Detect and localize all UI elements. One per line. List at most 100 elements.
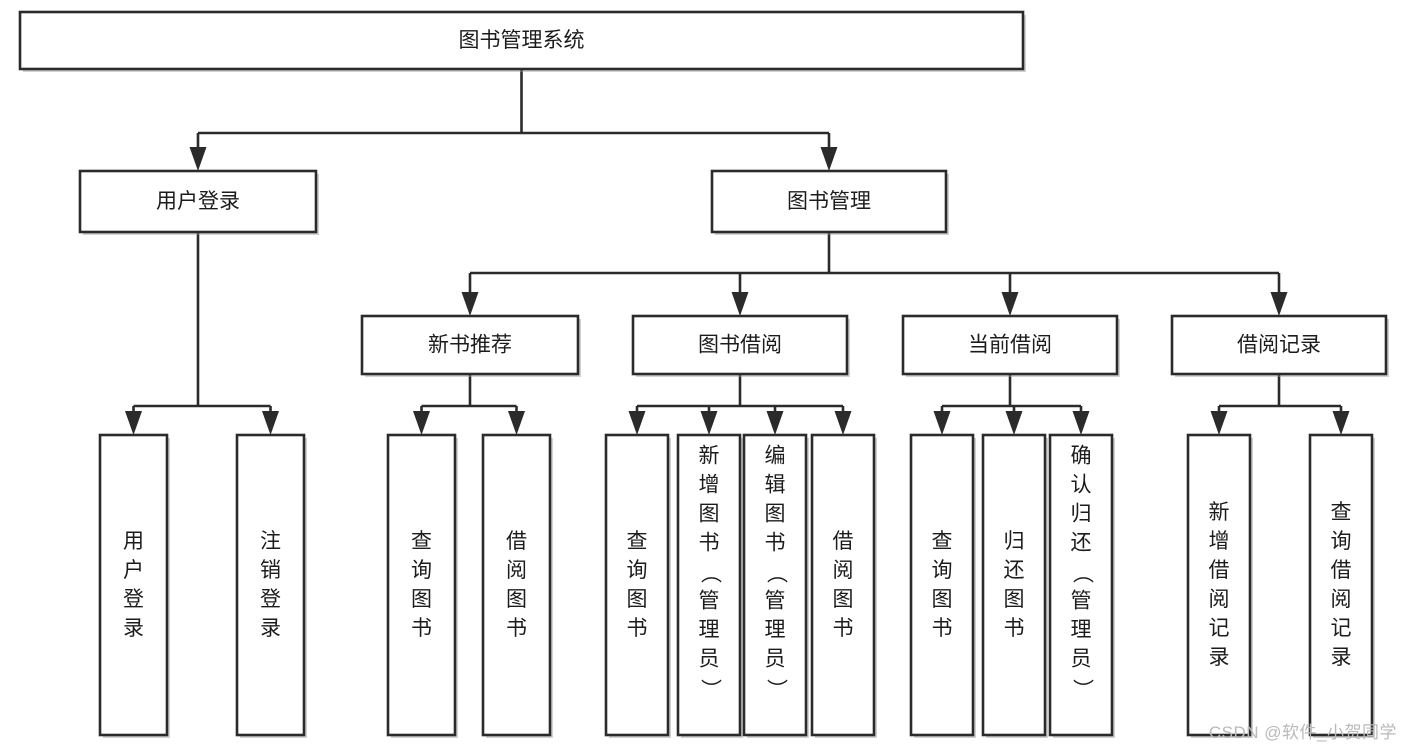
node-label: 借阅记录 [1237, 334, 1321, 357]
arrow-head-icon [820, 147, 838, 171]
node-label-char: 录 [260, 617, 281, 640]
node-box[interactable] [1170, 314, 1388, 376]
node-label-char: 登 [123, 588, 144, 611]
node-box[interactable] [1308, 433, 1374, 737]
node-label-char: 书 [411, 617, 432, 640]
edge-group-new-book-rec [413, 374, 525, 435]
node-label-char: 图 [699, 503, 720, 526]
node-label-char: 询 [627, 559, 648, 582]
node-label-char: 查 [932, 530, 953, 553]
node-label-char: 书 [765, 532, 786, 555]
node-box[interactable] [909, 433, 975, 737]
arrow-head-icon [628, 411, 646, 435]
edge-group-book-borrow [628, 374, 852, 435]
node-box[interactable] [78, 169, 318, 234]
node-box[interactable] [98, 433, 169, 737]
node-box[interactable] [710, 169, 948, 234]
node-box[interactable] [676, 433, 742, 737]
node-box[interactable] [631, 314, 849, 376]
node-label-char: 询 [411, 559, 432, 582]
node-current-borrow[interactable]: 当前借阅 [901, 314, 1120, 377]
node-label-char: 员 [1071, 648, 1092, 671]
nodes-layer: 图书管理系统用户登录图书管理新书推荐图书借阅当前借阅借阅记录用户登录注销登录查询… [18, 10, 1389, 738]
edge-group-root [189, 69, 838, 171]
arrow-head-icon [461, 292, 479, 316]
node-book-borrow[interactable]: 图书借阅 [631, 314, 850, 377]
node-label-char: 记 [1209, 617, 1230, 640]
node-box[interactable] [481, 433, 552, 737]
node-user-login[interactable]: 用户登录 [78, 169, 319, 235]
node-label-char: 辑 [765, 474, 786, 497]
node-label-char: 图 [1004, 588, 1025, 611]
node-label-char: （ [698, 563, 721, 584]
node-new-book-rec[interactable]: 新书推荐 [360, 314, 581, 377]
node-box[interactable] [386, 433, 457, 737]
node-box[interactable] [810, 433, 876, 737]
node-leaf-user-login[interactable]: 用户登录 [98, 433, 170, 738]
node-borrow-record[interactable]: 借阅记录 [1170, 314, 1389, 377]
node-box[interactable] [360, 314, 580, 376]
node-label-char: 编 [765, 445, 786, 468]
node-label: 新书推荐 [428, 334, 512, 357]
node-book-manage[interactable]: 图书管理 [710, 169, 949, 235]
node-label-char: 归 [1004, 530, 1025, 553]
node-box[interactable] [1048, 433, 1114, 737]
arrow-head-icon [1001, 292, 1019, 316]
node-box[interactable] [742, 433, 808, 737]
arrow-head-icon [508, 411, 525, 435]
node-label-char: 增 [1209, 530, 1230, 553]
node-label-char: 还 [1004, 559, 1025, 582]
node-box[interactable] [901, 314, 1119, 376]
node-label-char: 管 [1071, 590, 1092, 613]
node-label-char: 注 [260, 530, 281, 553]
node-root[interactable]: 图书管理系统 [18, 10, 1026, 72]
node-label-char: 书 [1004, 617, 1025, 640]
node-label-char: 增 [699, 474, 720, 497]
edges-layer [125, 69, 1350, 435]
node-label: 用户登录 [156, 190, 240, 213]
edge-group-book-manage [461, 232, 1288, 316]
node-box[interactable] [604, 433, 670, 737]
node-label-char: 询 [1331, 530, 1352, 553]
node-box[interactable] [981, 433, 1047, 737]
arrow-head-icon [262, 411, 279, 435]
node-label-char: 查 [411, 530, 432, 553]
node-label-char: 书 [627, 617, 648, 640]
arrow-head-icon [700, 411, 718, 435]
node-label-char: 书 [699, 532, 720, 555]
node-box[interactable] [1186, 433, 1252, 737]
arrow-head-icon [731, 292, 749, 316]
node-label-char: 员 [699, 648, 720, 671]
node-label-char: 借 [833, 530, 854, 553]
node-label-char: （ [764, 563, 787, 584]
arrow-head-icon [125, 411, 142, 435]
node-label-char: 书 [833, 617, 854, 640]
node-label: 图书借阅 [698, 334, 782, 357]
node-label-char: 新 [699, 445, 720, 468]
node-label-char: 图 [765, 503, 786, 526]
edge-group-user-login [125, 232, 279, 435]
node-label-char: 还 [1071, 532, 1092, 555]
node-box[interactable] [18, 10, 1025, 71]
arrow-head-icon [413, 411, 430, 435]
node-label-char: 借 [1209, 559, 1230, 582]
arrow-head-icon [1072, 411, 1090, 435]
node-label-char: 图 [411, 588, 432, 611]
node-box[interactable] [235, 433, 306, 737]
arrow-head-icon [189, 147, 207, 171]
node-label-char: （ [1070, 563, 1093, 584]
node-label-char: 确 [1071, 445, 1092, 468]
